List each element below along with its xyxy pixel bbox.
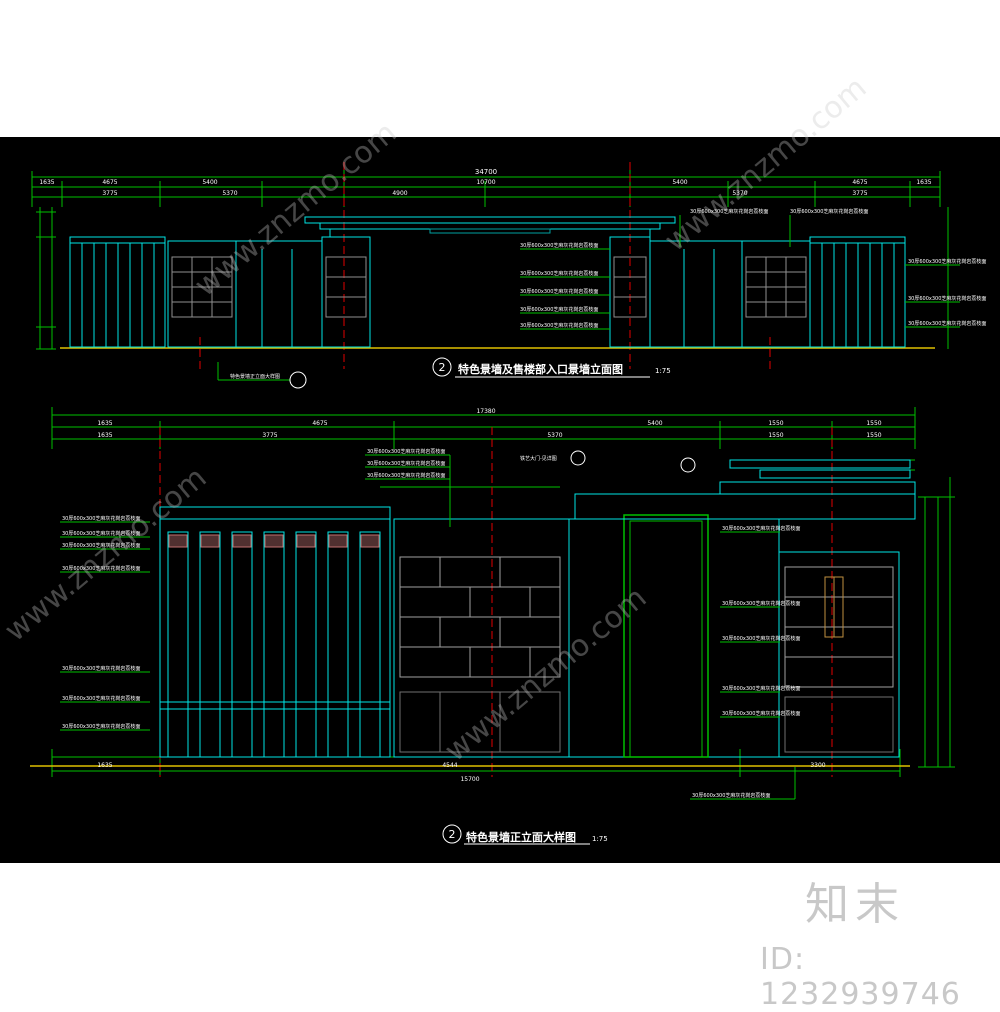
top-dim2-3: 4900: [392, 190, 407, 197]
watermark-id: ID: 1232939746: [760, 942, 961, 1012]
bottom-callout-10: 30厚600x300芝麻灰花岗岩荔枝面: [367, 472, 445, 479]
bottom-callout-16: 30厚600x300芝麻灰花岗岩荔枝面: [692, 792, 770, 799]
bottom-callout-4: 30厚600x300芝麻灰花岗岩荔枝面: [62, 565, 140, 572]
top-dim2-1: 3775: [102, 190, 117, 197]
top-section-marker: [289, 371, 307, 389]
top-callout-6: 30厚600x300芝麻灰花岗岩荔枝面: [690, 208, 768, 215]
bottom-section-marker: [680, 457, 696, 473]
bottom-callout-5: 30厚600x300芝麻灰花岗岩荔枝面: [62, 665, 140, 672]
top-callout-9: 30厚600x300芝麻灰花岗岩荔枝面: [908, 295, 986, 302]
bottom-callout-13: 30厚600x300芝麻灰花岗岩荔枝面: [722, 635, 800, 642]
bottom-dim2-3: 5370: [547, 432, 562, 439]
bottom-callout-8: 30厚600x300芝麻灰花岗岩荔枝面: [367, 448, 445, 455]
top-title: 特色景墙及售楼部入口景墙立面图: [458, 362, 623, 376]
top-dimension-lines: [31, 167, 949, 350]
top-callout-1: 30厚600x300芝麻灰花岗岩荔枝面: [520, 242, 598, 249]
bottom-callout-11: 30厚600x300芝麻灰花岗岩荔枝面: [722, 525, 800, 532]
bottom-low-dim-1: 1635: [97, 762, 112, 769]
top-right-panel: [649, 240, 743, 348]
slat-inlays: [168, 534, 380, 548]
top-elevation: [31, 162, 960, 389]
bottom-dim-3: 5400: [647, 420, 662, 427]
bottom-dim-1: 1635: [97, 420, 112, 427]
bottom-callout-14: 30厚600x300芝麻灰花岗岩荔枝面: [722, 685, 800, 692]
bottom-title: 特色景墙正立面大样图: [466, 830, 576, 844]
drawing-text: 34700 1635 4675 5400 10700 5400 4675 163…: [39, 168, 986, 844]
top-dim2-5: 3775: [852, 190, 867, 197]
top-leader-label: 特色景墙正立面大样图: [230, 373, 280, 380]
bottom-callout-9: 30厚600x300芝麻灰花岗岩荔枝面: [367, 460, 445, 467]
bottom-callout-leaders: [60, 454, 796, 800]
bottom-dim-5: 1550: [866, 420, 881, 427]
top-dim-7: 1635: [916, 179, 931, 186]
bottom-callout-3: 30厚600x300芝麻灰花岗岩荔枝面: [62, 542, 140, 549]
bottom-callout-15: 30厚600x300芝麻灰花岗岩荔枝面: [722, 710, 800, 717]
top-title-number: 2: [439, 361, 446, 374]
top-callout-8: 30厚600x300芝麻灰花岗岩荔枝面: [908, 258, 986, 265]
top-right-slat-wall: [809, 236, 906, 348]
bottom-title-scale: 1:75: [592, 835, 608, 843]
top-dim-2: 4675: [102, 179, 117, 186]
bottom-overall-dim: 17380: [476, 408, 495, 415]
bottom-dim2-4: 1550: [768, 432, 783, 439]
bottom-elevation: [30, 407, 955, 845]
bottom-callout-door: 铁艺大门-见详图: [520, 455, 557, 462]
top-callout-3: 30厚600x300芝麻灰花岗岩荔枝面: [520, 288, 598, 295]
bottom-callout-7: 30厚600x300芝麻灰花岗岩荔枝面: [62, 723, 140, 730]
top-dim-1: 1635: [39, 179, 54, 186]
top-dim-4: 10700: [476, 179, 495, 186]
top-title-circle: [432, 357, 452, 377]
top-overall-dim: 34700: [475, 168, 497, 176]
bottom-dim-4: 1550: [768, 420, 783, 427]
top-left-gate-column: [321, 236, 371, 348]
top-dim-6: 4675: [852, 179, 867, 186]
cad-drawing-canvas: 34700 1635 4675 5400 10700 5400 4675 163…: [30, 162, 986, 845]
top-axis-lines: [199, 162, 771, 369]
top-callout-5: 30厚600x300芝麻灰花岗岩荔枝面: [520, 322, 598, 329]
bottom-callout-6: 30厚600x300芝麻灰花岗岩荔枝面: [62, 695, 140, 702]
top-right-stone-pillar: [741, 240, 811, 348]
top-dim-3: 5400: [202, 179, 217, 186]
top-callout-10: 30厚600x300芝麻灰花岗岩荔枝面: [908, 320, 986, 327]
top-dim2-4: 5370: [732, 190, 747, 197]
top-left-slat-wall: [69, 236, 166, 348]
top-callout-7: 30厚600x300芝麻灰花岗岩荔枝面: [790, 208, 868, 215]
bottom-callout-2: 30厚600x300芝麻灰花岗岩荔枝面: [62, 530, 140, 537]
bottom-right-wall: [574, 459, 916, 758]
bottom-low-dim-2: 4544: [442, 762, 457, 769]
top-dim-5: 5400: [672, 179, 687, 186]
bottom-dim2-5: 1550: [866, 432, 881, 439]
bottom-dim2-1: 1635: [97, 432, 112, 439]
top-callout-2: 30厚600x300芝麻灰花岗岩荔枝面: [520, 270, 598, 277]
bottom-title-number: 2: [449, 828, 456, 841]
bottom-title-circle: [442, 824, 462, 844]
watermark-brand-logo: 知末: [805, 879, 905, 930]
cad-drawing-frame: 34700 1635 4675 5400 10700 5400 4675 163…: [0, 70, 1000, 863]
top-dim2-2: 5370: [222, 190, 237, 197]
top-callout-4: 30厚600x300芝麻灰花岗岩荔枝面: [520, 306, 598, 313]
top-title-scale: 1:75: [655, 367, 671, 375]
bottom-callout-1: 30厚600x300芝麻灰花岗岩荔枝面: [62, 515, 140, 522]
slat-columns: [167, 531, 381, 758]
top-callout-leaders: [217, 215, 960, 381]
top-canopy: [304, 216, 676, 237]
bottom-dim-2: 4675: [312, 420, 327, 427]
bottom-slat-wall: [159, 506, 391, 758]
bottom-door-marker: [570, 450, 586, 466]
bottom-low-dim-3: 3300: [810, 762, 825, 769]
bottom-low-overall: 15700: [460, 776, 479, 783]
bottom-dim2-2: 3775: [262, 432, 277, 439]
bottom-callout-12: 30厚600x300芝麻灰花岗岩荔枝面: [722, 600, 800, 607]
